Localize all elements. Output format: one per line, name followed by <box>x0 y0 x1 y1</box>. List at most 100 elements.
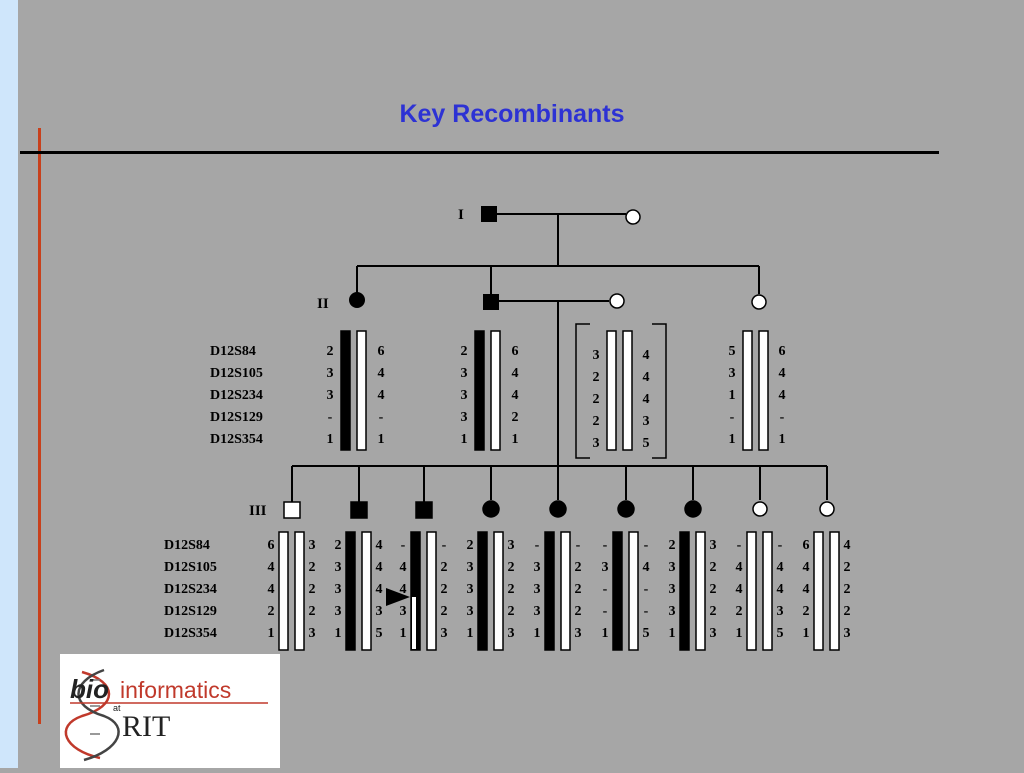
allele-value: 4 <box>400 582 407 597</box>
allele-value: - <box>730 410 735 425</box>
allele-value: 4 <box>736 582 743 597</box>
allele-value: 1 <box>461 432 468 447</box>
allele-value: 2 <box>508 560 515 575</box>
allele-value: 1 <box>327 432 334 447</box>
allele-value: 2 <box>327 344 334 359</box>
allele-value: 1 <box>736 626 743 641</box>
gen2-spouse-female-unaffected <box>609 293 625 309</box>
gen3-female-unaffected <box>752 501 768 517</box>
gen3-female-affected <box>617 500 635 518</box>
allele-value: 3 <box>710 538 717 553</box>
allele-value: - <box>644 538 649 553</box>
allele-value: 2 <box>844 604 851 619</box>
haplotype-bar <box>361 531 372 651</box>
haplotype-bar-affected-segment <box>411 532 420 596</box>
haplotype-bar <box>695 531 706 651</box>
allele-value: 2 <box>309 560 316 575</box>
allele-value: 2 <box>461 344 468 359</box>
allele-value: 2 <box>593 392 600 407</box>
allele-value: 4 <box>400 560 407 575</box>
allele-value: - <box>778 538 783 553</box>
slide-title: Key Recombinants <box>399 100 625 128</box>
haplotype-bar <box>493 531 504 651</box>
allele-value: 3 <box>602 560 609 575</box>
pedigree-connectors <box>292 213 827 467</box>
haplotype-bar <box>560 531 571 651</box>
allele-value: 3 <box>309 538 316 553</box>
haplotype-bar <box>340 330 351 451</box>
allele-value: - <box>603 604 608 619</box>
logo-informatics: informatics <box>120 677 231 703</box>
gen3-symbols <box>283 500 835 519</box>
generation-label-III: III <box>249 503 267 519</box>
allele-value: - <box>401 538 406 553</box>
allele-value: 3 <box>593 436 600 451</box>
allele-value: 3 <box>534 582 541 597</box>
allele-value: 3 <box>335 560 342 575</box>
inferred-haplotype-brackets <box>575 323 667 459</box>
allele-value: 1 <box>400 626 407 641</box>
haplotype-bar-normal-segment <box>412 597 419 649</box>
allele-value: 3 <box>508 626 515 641</box>
allele-value: 6 <box>803 538 810 553</box>
gen2-male-affected <box>483 294 499 310</box>
allele-value: 6 <box>268 538 275 553</box>
allele-value: 4 <box>779 366 786 381</box>
marker-label: D12S105 <box>210 366 263 381</box>
haplotype-bar <box>474 330 485 451</box>
allele-value: 2 <box>508 582 515 597</box>
allele-value: 3 <box>467 604 474 619</box>
gen3-female-unaffected <box>819 501 835 517</box>
allele-value: 2 <box>669 538 676 553</box>
allele-value: 4 <box>777 582 784 597</box>
allele-value: 2 <box>803 604 810 619</box>
allele-value: 2 <box>593 414 600 429</box>
gen3-haplotypes: 64421322232333144435-4431-22232333132223… <box>268 531 851 651</box>
haplotype-bar <box>746 531 757 651</box>
marker-label: D12S129 <box>210 410 263 425</box>
allele-value: 3 <box>335 604 342 619</box>
allele-value: 4 <box>376 538 383 553</box>
allele-value: 3 <box>376 604 383 619</box>
haplotype-bar <box>758 330 769 451</box>
allele-value: 1 <box>534 626 541 641</box>
allele-value: 4 <box>777 560 784 575</box>
haplotype-bar <box>813 531 824 651</box>
haplotype-bar <box>356 330 367 451</box>
haplotype-bar <box>490 330 501 451</box>
allele-value: - <box>603 582 608 597</box>
allele-value: 1 <box>602 626 609 641</box>
haplotype-bar <box>544 531 555 651</box>
allele-value: 2 <box>575 582 582 597</box>
logo-bio: bio <box>70 674 109 704</box>
allele-value: 3 <box>534 604 541 619</box>
marker-label: D12S234 <box>164 582 217 597</box>
allele-value: 4 <box>378 388 385 403</box>
allele-value: 4 <box>376 582 383 597</box>
allele-value: 2 <box>512 410 519 425</box>
allele-value: - <box>737 538 742 553</box>
haplotype-bar <box>622 330 633 451</box>
gen3-male-affected <box>415 501 433 519</box>
allele-value: 1 <box>729 432 736 447</box>
allele-value: 3 <box>400 604 407 619</box>
allele-value: 3 <box>508 538 515 553</box>
slide-left-band <box>0 0 18 768</box>
allele-value: 2 <box>441 560 448 575</box>
allele-value: 4 <box>736 560 743 575</box>
allele-value: 4 <box>268 582 275 597</box>
allele-value: - <box>535 538 540 553</box>
allele-value: 4 <box>376 560 383 575</box>
allele-value: - <box>603 538 608 553</box>
marker-label: D12S105 <box>164 560 217 575</box>
haplotype-bar <box>762 531 773 651</box>
haplotype-bar-recomb-edge <box>416 597 420 650</box>
gen2-female-affected <box>349 292 365 308</box>
